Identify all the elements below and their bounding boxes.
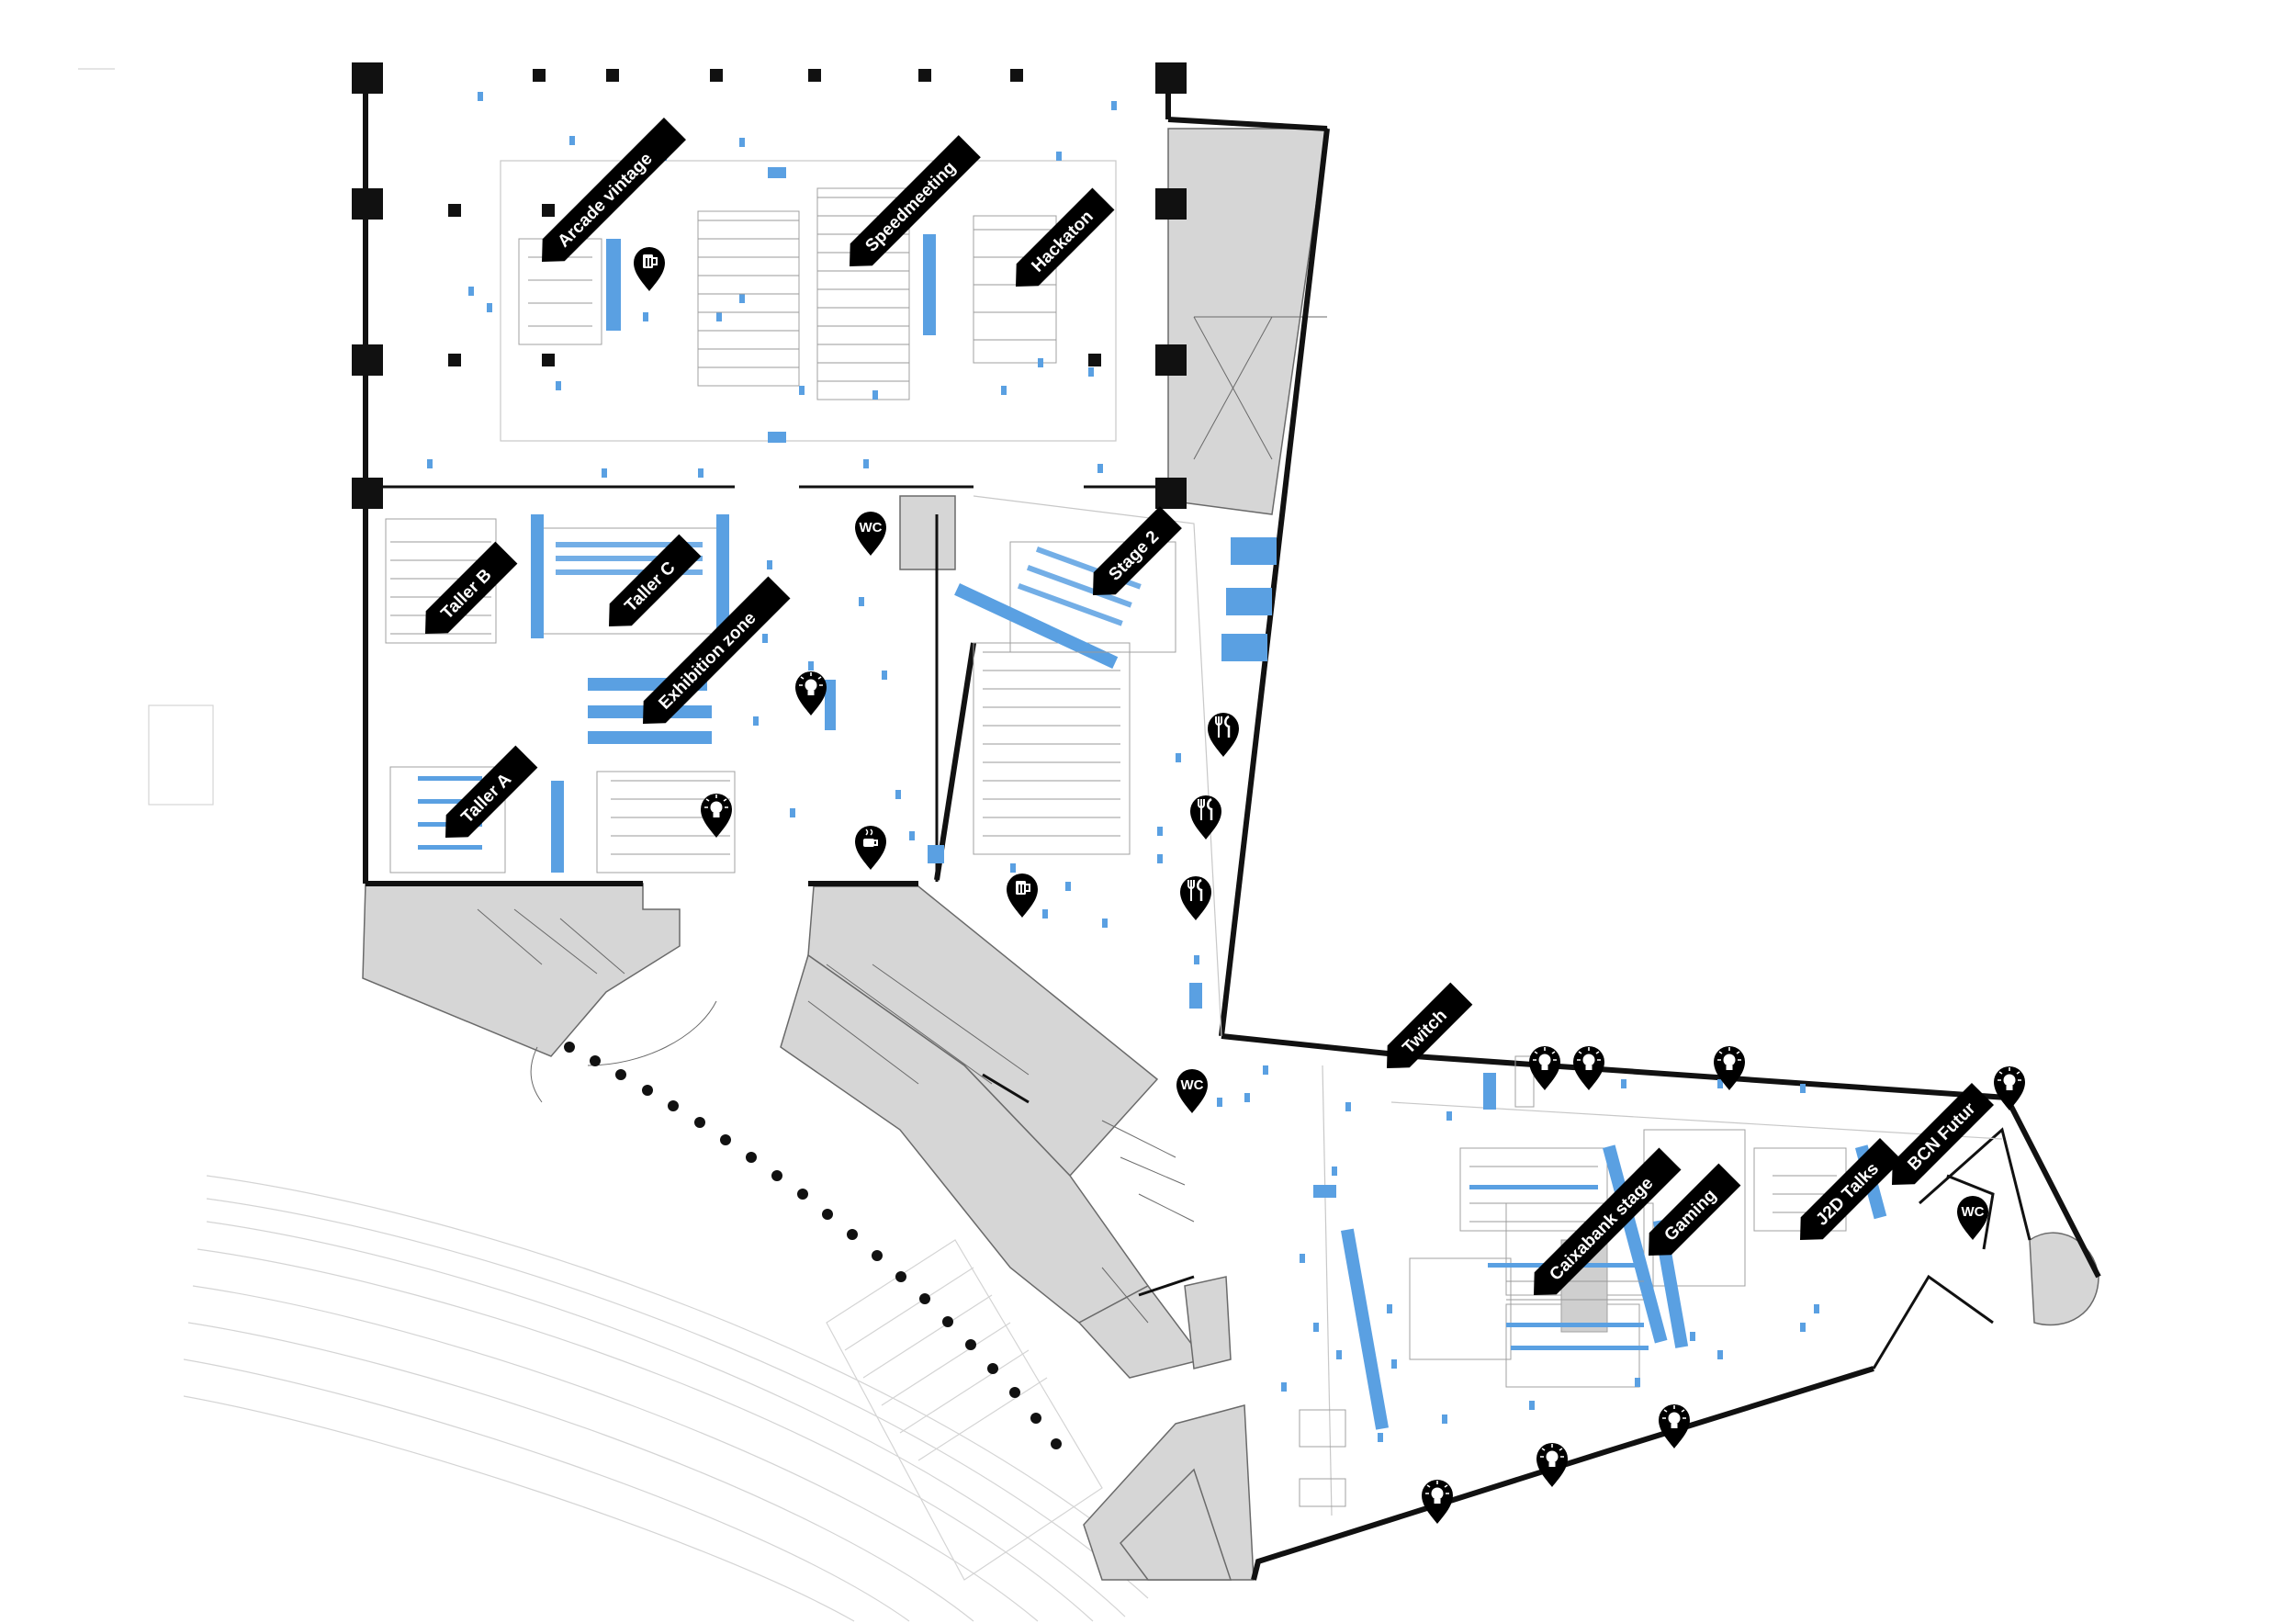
j2d-talks-label[interactable]: J2D Talks <box>1789 1137 1903 1251</box>
hackaton-label[interactable]: Hackaton <box>1005 187 1115 299</box>
beer-icon[interactable] <box>1007 873 1038 918</box>
coffee-icon[interactable] <box>855 826 886 870</box>
wc-pin[interactable] <box>855 512 886 556</box>
interior-walls <box>366 485 2032 1369</box>
lightbulb-icon[interactable] <box>701 794 732 838</box>
taller-b-label[interactable]: Taller B <box>414 541 518 645</box>
fork-knife-icon[interactable] <box>1190 795 1221 840</box>
wc-pin[interactable] <box>1176 1069 1208 1113</box>
service-detail-lines <box>477 316 1327 1324</box>
lightbulb-icon[interactable] <box>1994 1066 2025 1110</box>
lightbulb-icon[interactable] <box>1536 1443 1568 1487</box>
room-outlines <box>500 160 2003 1516</box>
lightbulb-icon[interactable] <box>1659 1404 1690 1448</box>
stage-2-label[interactable]: Stage 2 <box>1082 506 1182 606</box>
wc-pin[interactable] <box>1957 1196 1988 1240</box>
svg-text:Exhibition zone: Exhibition zone <box>655 609 760 714</box>
taller-c-label[interactable]: Taller C <box>598 534 702 637</box>
twitch-label[interactable]: Twitch <box>1376 982 1473 1079</box>
gray-chair-rows <box>390 197 1837 1301</box>
fork-knife-icon[interactable] <box>1208 713 1239 757</box>
bcn-futur-label[interactable]: BCN Futur <box>1881 1082 1995 1196</box>
svg-text:Speedmeeting: Speedmeeting <box>861 158 960 256</box>
svg-text:Hackaton: Hackaton <box>1028 207 1097 276</box>
svg-text:Arcade vintage: Arcade vintage <box>554 150 656 252</box>
taller-a-label[interactable]: Taller A <box>434 745 538 849</box>
beer-icon[interactable] <box>634 247 665 291</box>
lightbulb-icon[interactable] <box>795 671 827 716</box>
lightbulb-icon[interactable] <box>1422 1480 1453 1524</box>
fork-knife-icon[interactable] <box>1180 876 1211 920</box>
lightbulb-icon[interactable] <box>1573 1046 1604 1090</box>
context-streets <box>78 68 1167 1622</box>
